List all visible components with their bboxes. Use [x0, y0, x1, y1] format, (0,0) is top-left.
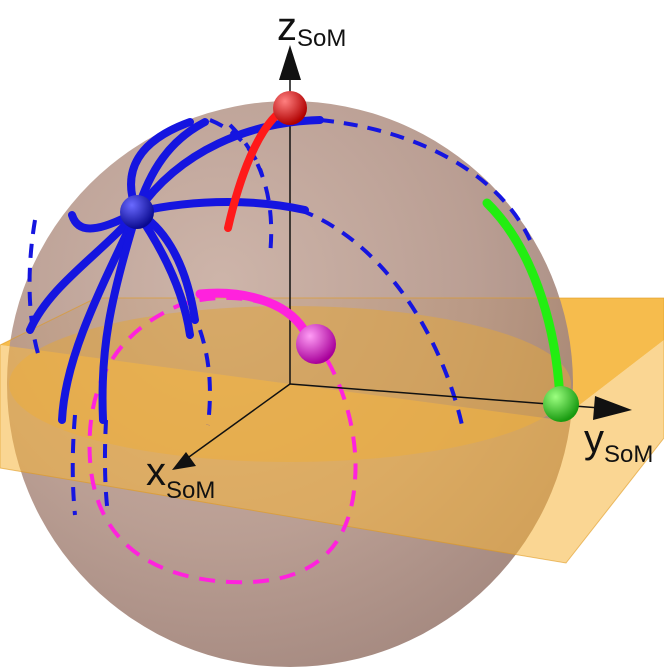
x-axis-arrowhead	[172, 452, 196, 470]
x-axis-label: xSoM	[146, 450, 215, 504]
equatorial-plane-front	[0, 340, 664, 563]
blue-dashed-arcs	[27, 118, 532, 516]
green-state-point	[543, 386, 579, 422]
y-axis-label: ySoM	[584, 417, 653, 468]
z-axis-label: zSoM	[277, 5, 346, 52]
red-state-point	[273, 91, 307, 125]
green-trajectory	[482, 198, 565, 405]
magenta-state-point	[296, 324, 336, 364]
magenta-dashed-loop	[87, 295, 358, 585]
blue-state-point	[120, 195, 154, 229]
y-axis-arrowhead	[593, 396, 632, 420]
z-axis-arrowhead	[279, 45, 301, 80]
red-trajectory	[224, 108, 284, 232]
magenta-trajectory	[195, 288, 309, 335]
